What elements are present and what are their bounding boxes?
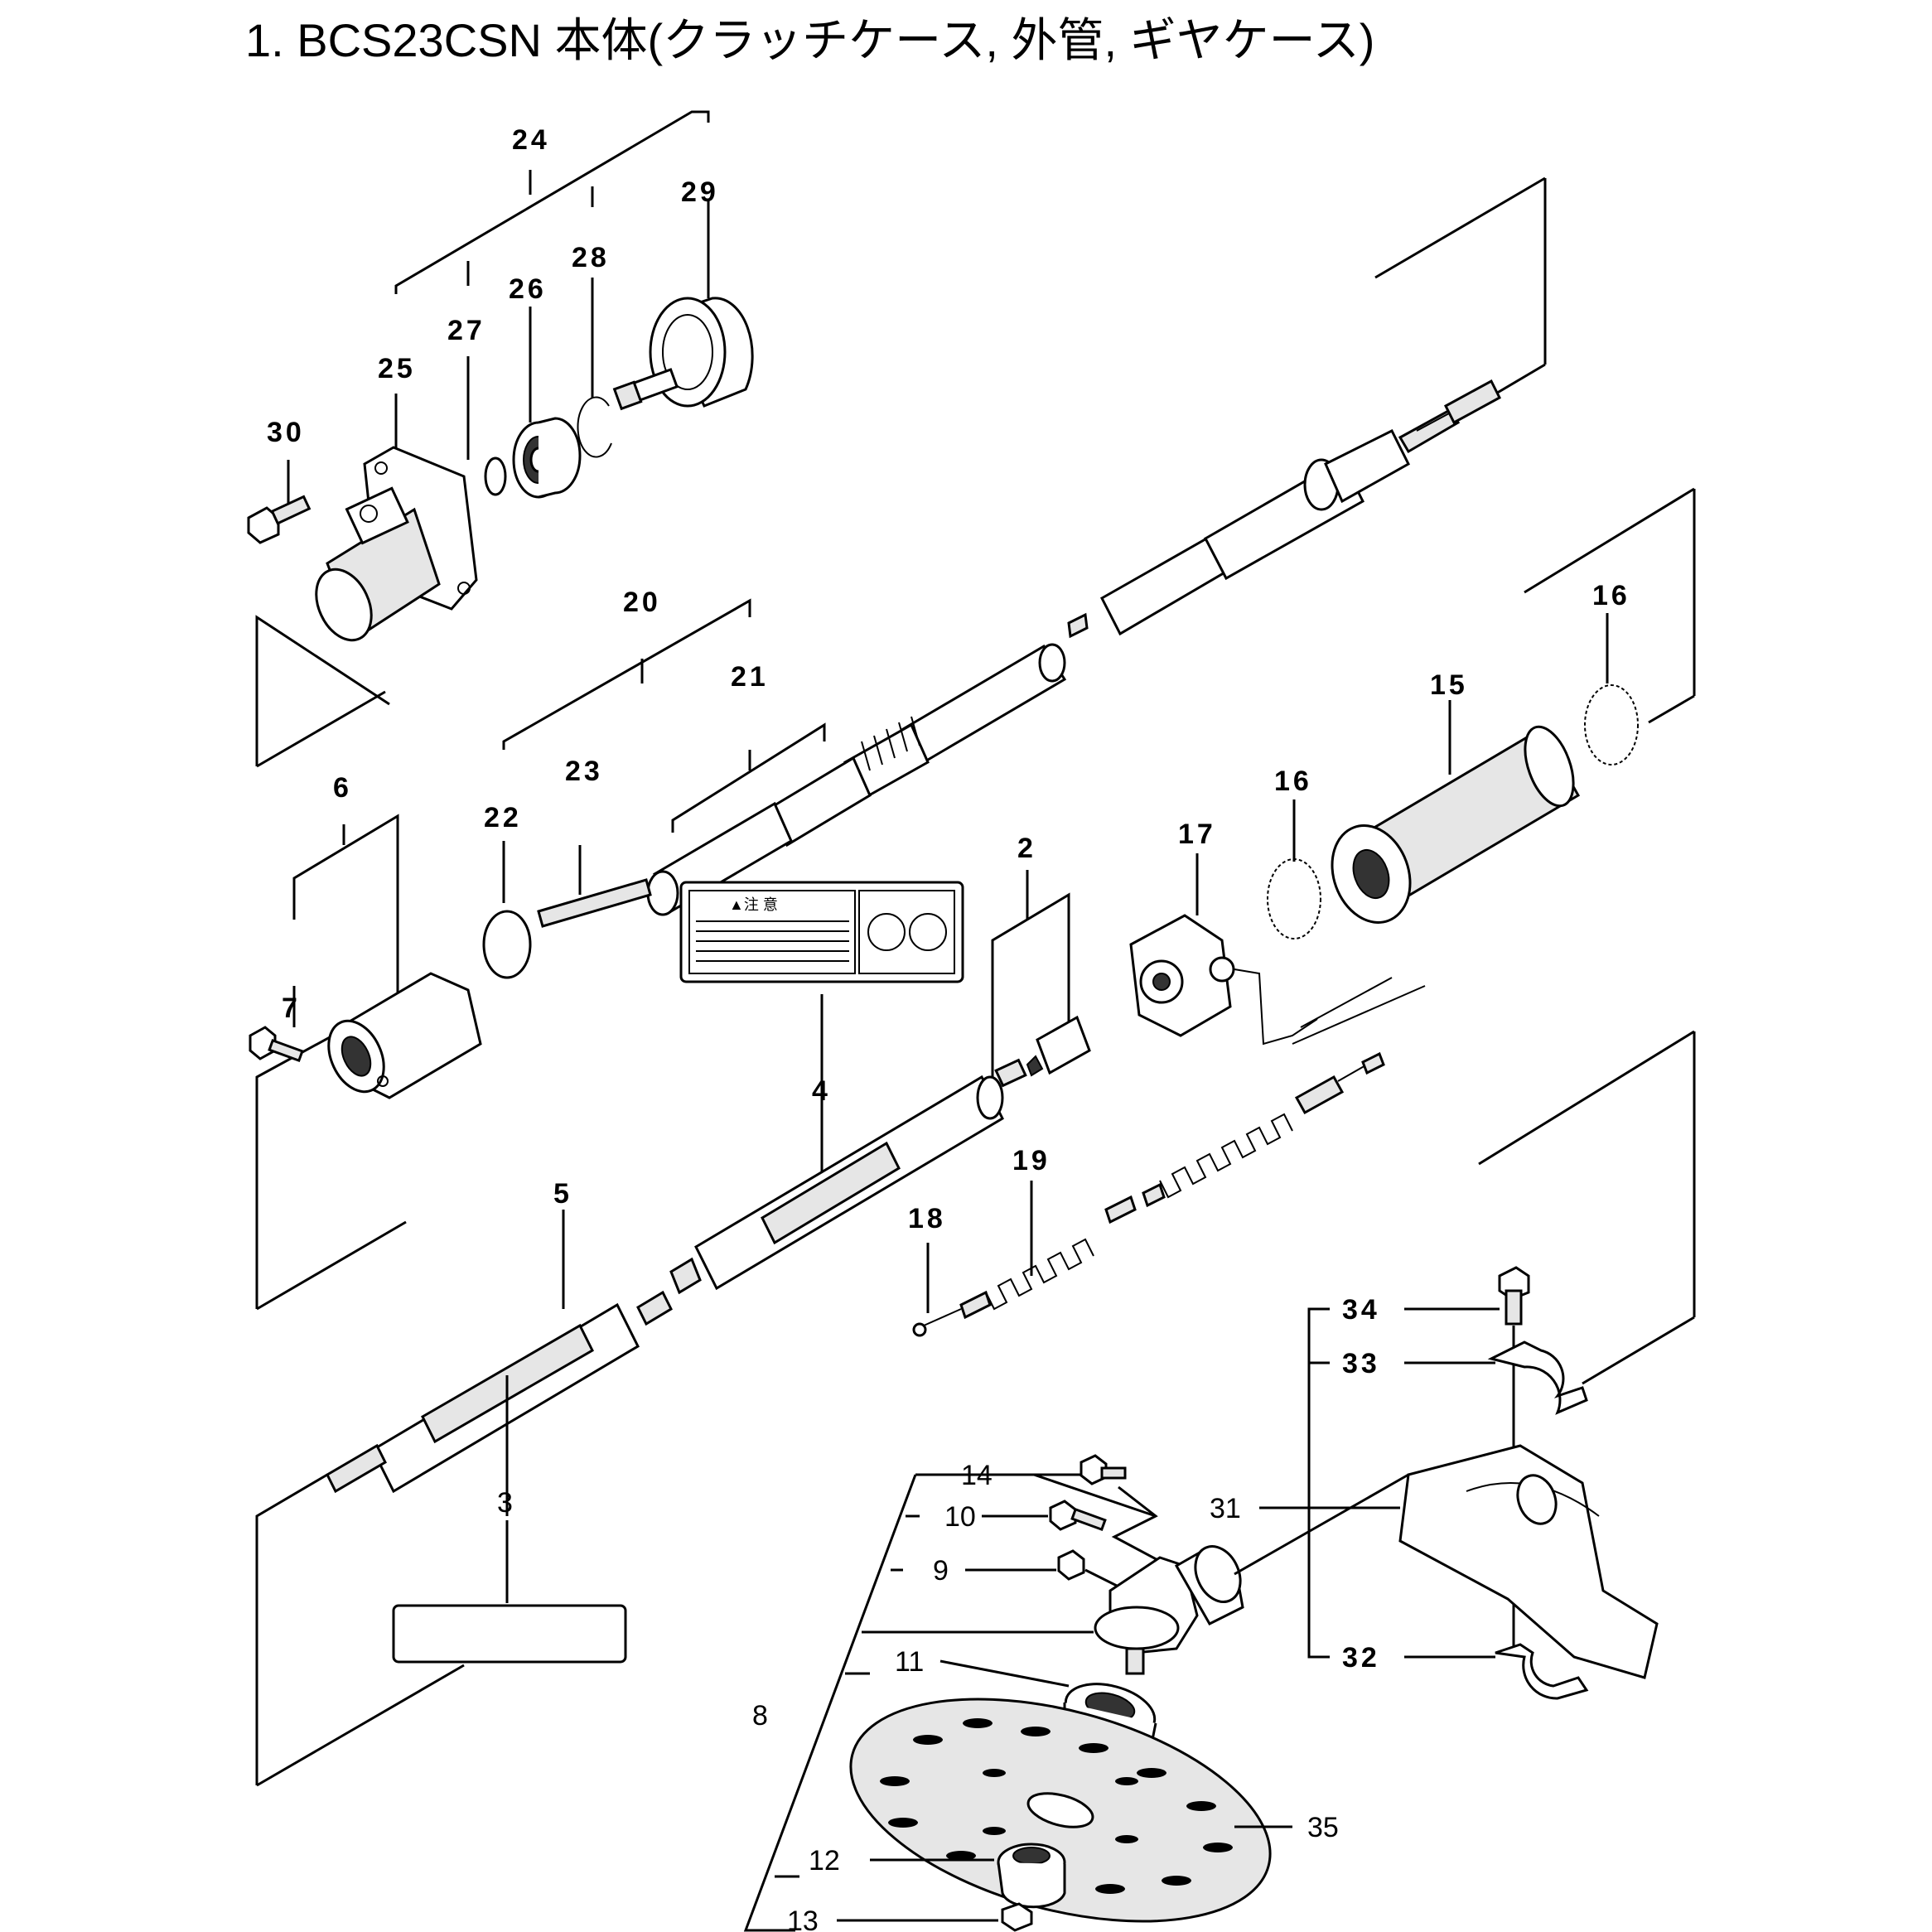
callout-15: 15 bbox=[1430, 669, 1468, 701]
callout-22: 22 bbox=[484, 802, 522, 833]
callout-33: 33 bbox=[1342, 1348, 1380, 1379]
throttle-17 bbox=[1129, 853, 1426, 1046]
callout-23: 23 bbox=[565, 756, 603, 787]
callout-labels: 24 29 28 26 27 25 30 20 21 23 22 6 7 2 4… bbox=[267, 124, 1630, 1932]
callout-30: 30 bbox=[267, 417, 305, 448]
throttle-cable-19 bbox=[912, 1051, 1385, 1337]
callout-24: 24 bbox=[512, 124, 550, 156]
callout-10: 10 bbox=[944, 1501, 976, 1533]
caution-label-4: ▲注 意 bbox=[679, 881, 964, 1176]
callout-17: 17 bbox=[1178, 819, 1216, 850]
callout-2: 2 bbox=[1017, 833, 1036, 864]
housing-6 bbox=[327, 972, 482, 1099]
clutch-drum-29 bbox=[612, 199, 754, 411]
outer-tube bbox=[562, 1075, 1004, 1309]
group-bracket-31 bbox=[1307, 1307, 1330, 1659]
callout-20: 20 bbox=[623, 587, 661, 618]
coupling-2 bbox=[994, 1015, 1091, 1088]
group-bracket-2 bbox=[991, 870, 1070, 1077]
bolt-10 bbox=[982, 1500, 1107, 1532]
callout-27: 27 bbox=[447, 315, 485, 346]
holder-12 bbox=[870, 1843, 1066, 1909]
callout-18: 18 bbox=[908, 1203, 946, 1234]
callout-16-left: 16 bbox=[1274, 766, 1312, 797]
upper-shaft-assembly bbox=[1067, 379, 1501, 639]
group-bracket-20 bbox=[502, 598, 751, 750]
clamp-33 bbox=[1404, 1340, 1588, 1415]
group-bracket-24 bbox=[394, 110, 710, 294]
callout-11: 11 bbox=[895, 1646, 924, 1678]
nut-9 bbox=[965, 1549, 1128, 1592]
group-bracket-21 bbox=[671, 722, 826, 833]
callout-5: 5 bbox=[553, 1178, 572, 1210]
callout-35: 35 bbox=[1307, 1812, 1339, 1843]
spring-16-right bbox=[1584, 613, 1639, 766]
callout-26: 26 bbox=[509, 273, 547, 305]
o-ring-22 bbox=[482, 841, 532, 979]
callout-7: 7 bbox=[282, 993, 301, 1024]
bolt-30 bbox=[247, 460, 312, 544]
callout-6: 6 bbox=[333, 772, 352, 804]
ring-27 bbox=[466, 356, 507, 496]
callout-9: 9 bbox=[933, 1555, 949, 1587]
callout-25: 25 bbox=[378, 353, 416, 384]
callout-8: 8 bbox=[752, 1700, 768, 1732]
grip-15 bbox=[1331, 700, 1581, 924]
callout-4: 4 bbox=[812, 1075, 831, 1107]
callout-19: 19 bbox=[1012, 1145, 1051, 1176]
callout-14: 14 bbox=[961, 1460, 993, 1491]
shield-31 bbox=[1259, 1444, 1659, 1679]
gear-case-8 bbox=[1094, 1473, 1409, 1675]
callout-32: 32 bbox=[1342, 1642, 1380, 1674]
bolt-7 bbox=[249, 986, 304, 1063]
nut-13 bbox=[837, 1902, 1033, 1932]
spring-16-left bbox=[1267, 799, 1321, 939]
snap-ring-28 bbox=[577, 278, 612, 458]
clamp-32 bbox=[1404, 1643, 1589, 1700]
bolt-14 bbox=[1007, 1454, 1177, 1572]
saw-blade-35 bbox=[849, 1698, 1292, 1923]
bearing-26 bbox=[512, 307, 582, 499]
assembly-frame-lines bbox=[255, 176, 1696, 1787]
callout-16-right: 16 bbox=[1592, 580, 1630, 611]
group-bracket-6 bbox=[292, 814, 399, 1056]
part-3-box bbox=[392, 1520, 627, 1664]
callout-12: 12 bbox=[809, 1845, 840, 1876]
callout-21: 21 bbox=[731, 661, 769, 693]
diagram-title: 1. BCS23CSN 本体(クラッチケース, 外管, ギヤケース) bbox=[245, 14, 1375, 66]
callout-31: 31 bbox=[1210, 1493, 1241, 1524]
callout-29: 29 bbox=[681, 176, 719, 208]
lower-tube bbox=[326, 1290, 673, 1516]
clutch-case-25 bbox=[315, 394, 478, 642]
callout-3: 3 bbox=[497, 1487, 513, 1519]
callout-28: 28 bbox=[572, 242, 610, 273]
callout-13: 13 bbox=[787, 1905, 819, 1932]
callout-34: 34 bbox=[1342, 1294, 1380, 1326]
caution-label-header: ▲注 意 bbox=[729, 896, 778, 913]
